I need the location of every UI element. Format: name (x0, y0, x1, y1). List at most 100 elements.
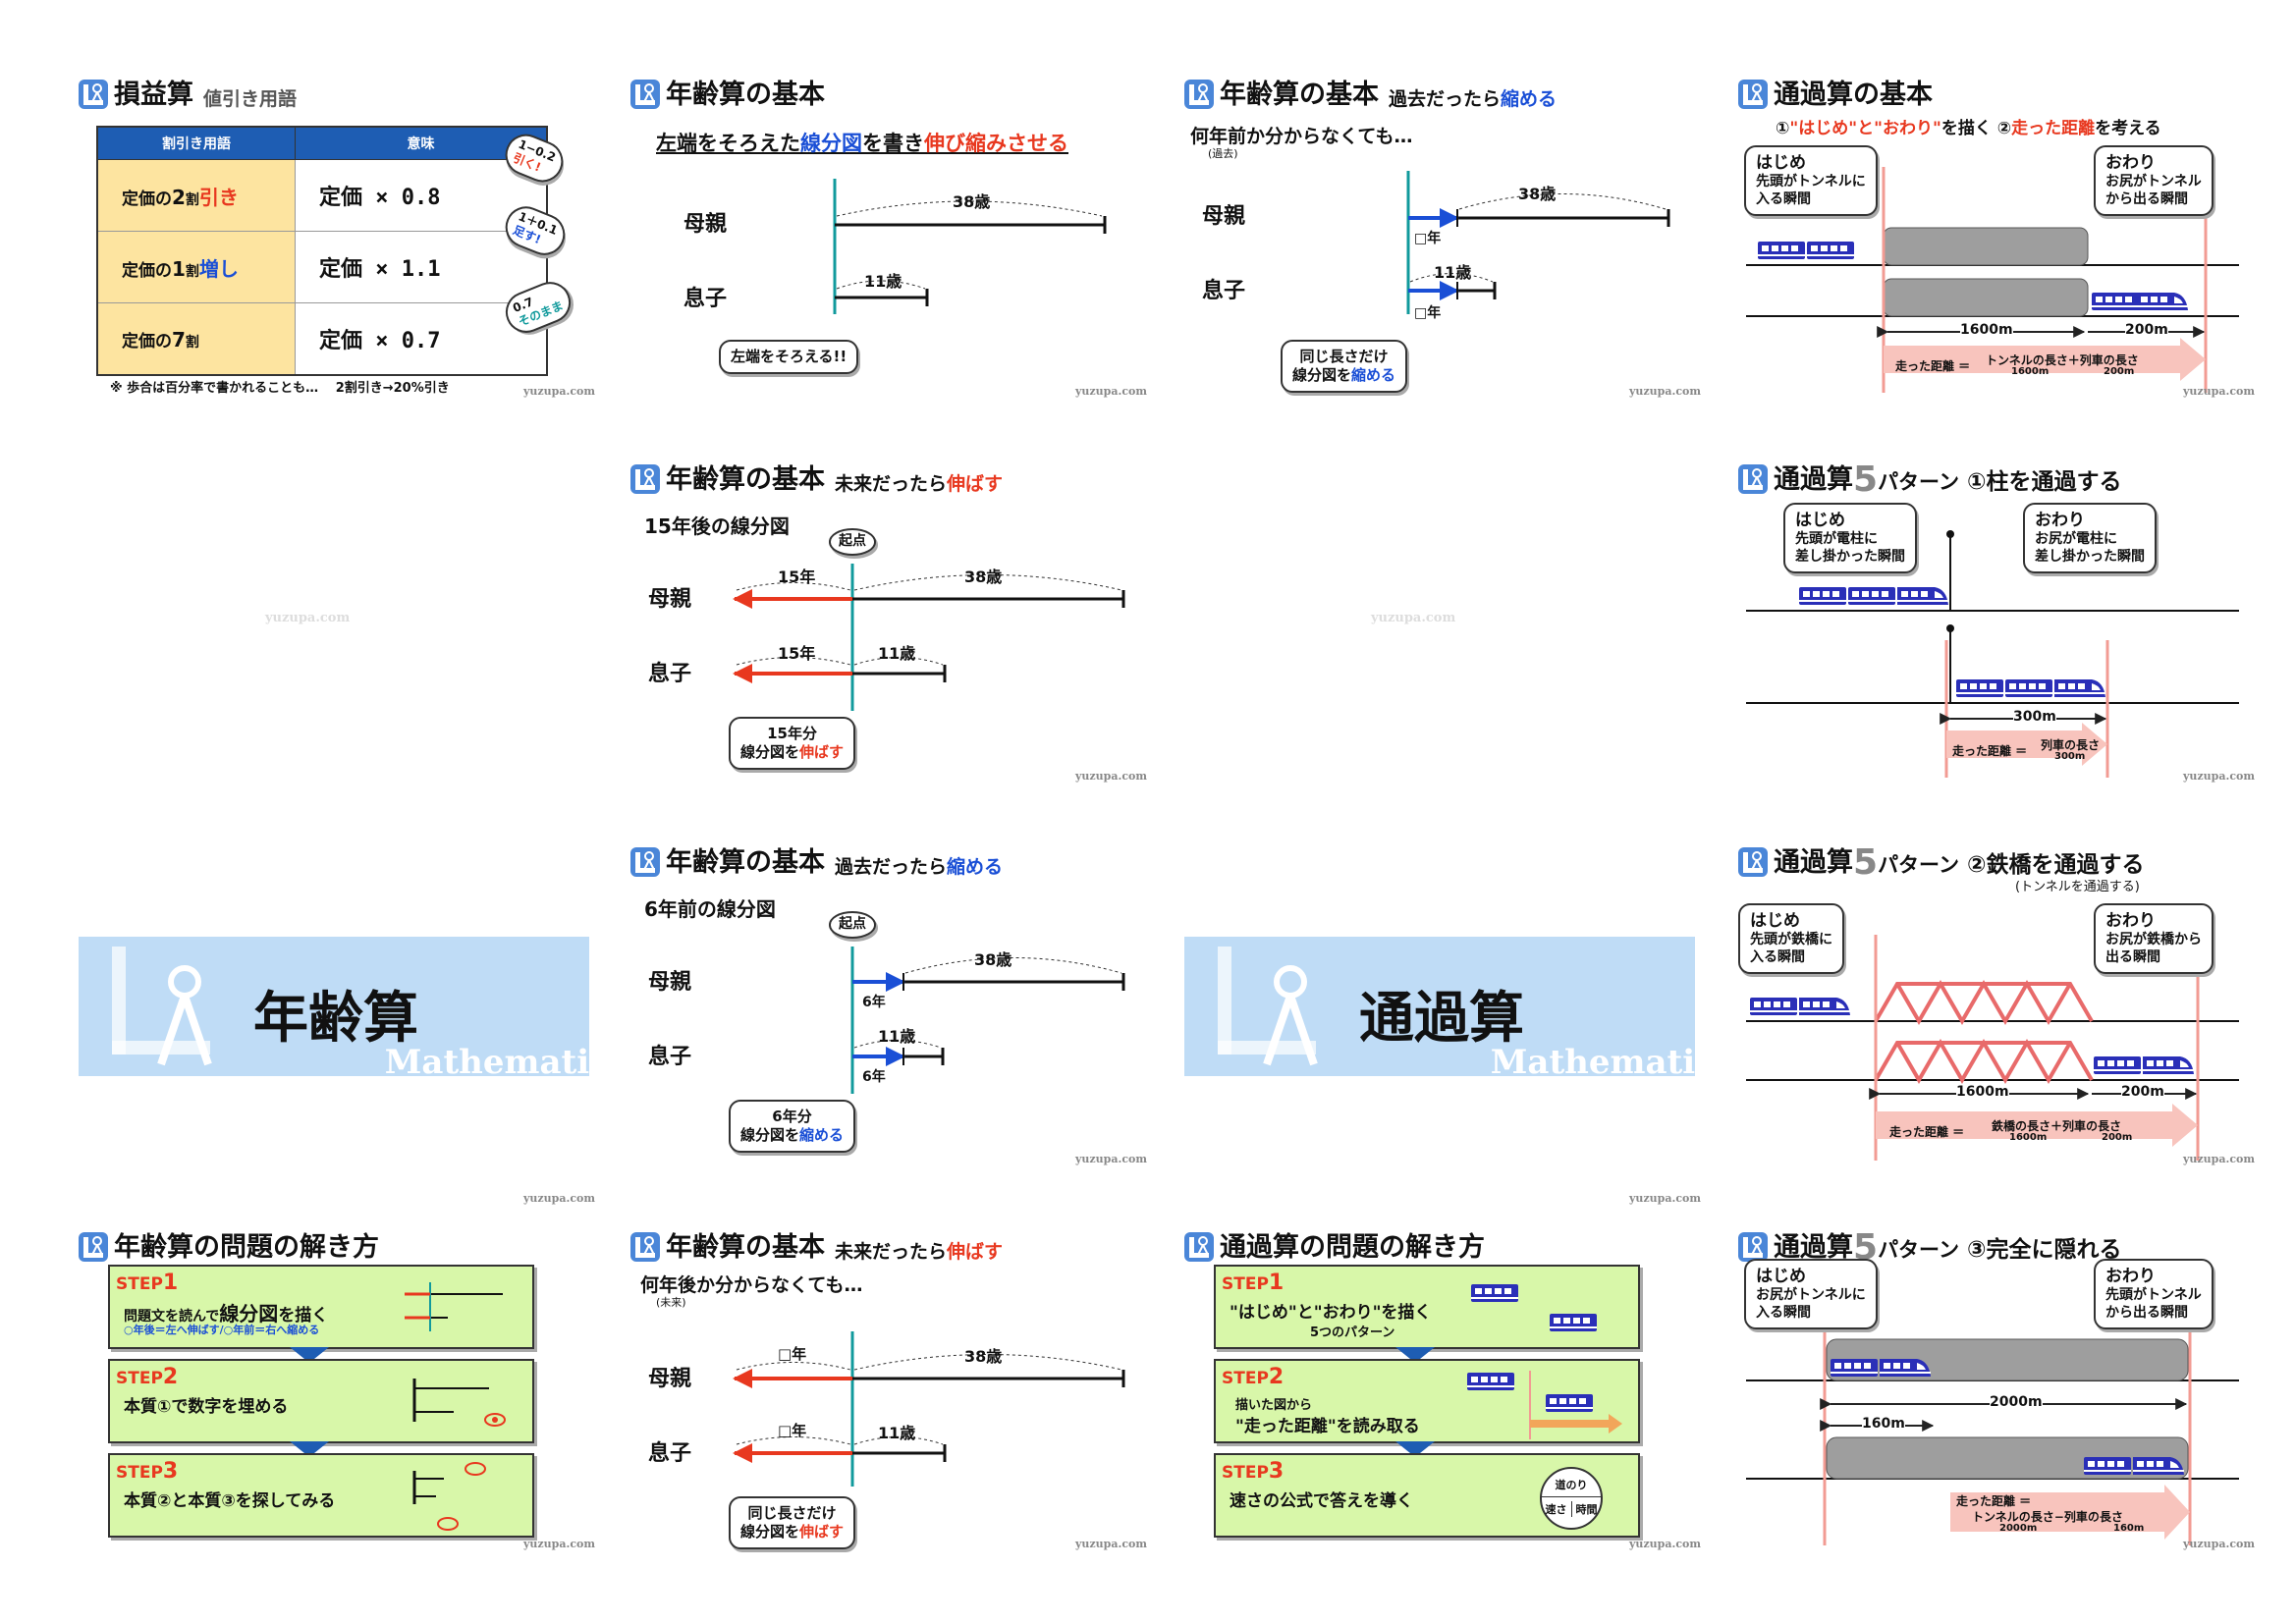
years-box: □年 (778, 1345, 807, 1363)
start-callout: はじめ先頭が鉄橋に入る瞬間 (1738, 903, 1844, 975)
watermark: yuzupa.com (1371, 611, 1456, 625)
end-callout: おわりお尻が電柱に差し掛かった瞬間 (2023, 503, 2157, 574)
slide-title: 損益算値引き用語 (78, 73, 297, 111)
callout: 同じ長さだけ線分図を縮める (1281, 340, 1408, 393)
run-label: 走った距離 ＝ (1952, 744, 2028, 758)
hidden-diagram (1746, 1320, 2239, 1545)
start-callout: はじめ先頭が電柱に差し掛かった瞬間 (1783, 503, 1917, 574)
callout: 6年分線分図を縮める (729, 1100, 856, 1153)
age-38: 38歳 (974, 950, 1012, 969)
label-son: 息子 (648, 1441, 692, 1466)
age-11: 11歳 (878, 1027, 916, 1046)
slide-blank: yuzupa.com (1175, 454, 1724, 792)
slide-passing-steps: 通過算の問題の解き方 STEP1 "はじめ"と"おわり"を描く 5つのパターン … (1175, 1221, 1724, 1560)
start-callout: はじめ先頭がトンネルに入る瞬間 (1744, 145, 1878, 217)
slide-age-steps: 年齢算の問題の解き方 STEP1 問題文を読んで線分図を描く ○年後＝左へ伸ばす… (69, 1221, 619, 1560)
label-son: 息子 (1202, 279, 1246, 303)
end-callout: おわり先頭がトンネルから出る瞬間 (2094, 1259, 2214, 1330)
watermark: yuzupa.com (2183, 385, 2255, 398)
age-11: 11歳 (878, 1424, 916, 1442)
question: 何年前か分からなくても… (1190, 126, 1413, 147)
speed-formula-icon: 道のり 速さ時間 (1540, 1467, 1603, 1530)
run-label: 走った距離 ＝ (1895, 359, 1971, 373)
run-formula: トンネルの長さ＋列車の長さ (1986, 353, 2139, 367)
logo-icon (78, 1231, 109, 1263)
label-son: 息子 (648, 1045, 692, 1069)
slide-blank: yuzupa.com (69, 454, 619, 792)
dist-tunnel: 1600m (1960, 322, 2013, 338)
slide-age-future-unknown: 年齢算の基本未来だったら伸ばす 何年後か分からなくても… (未来) 母親 息子 … (621, 1221, 1171, 1560)
label-mother: 母親 (648, 1367, 692, 1391)
callout: 同じ長さだけ線分図を伸ばす (729, 1496, 856, 1549)
dist-bridge: 1600m (1956, 1084, 2009, 1100)
label-mother: 母親 (648, 970, 692, 995)
label-son: 息子 (683, 287, 728, 311)
years-15: 15年 (778, 644, 816, 663)
slide-age-past: 年齢算の基本過去だったら縮める 何年前か分からなくても… (過去) 母親 息子 … (1175, 69, 1724, 407)
callout: 左端をそろえる!! (719, 340, 859, 374)
run-v1: 1600m (2011, 366, 2050, 377)
run-formula: 列車の長さ (2041, 738, 2101, 752)
slide-age-past-6: 年齢算の基本過去だったら縮める 6年前の線分図 母親 息子 起点 38歳 11歳… (621, 837, 1171, 1175)
years-6: 6年 (862, 1069, 886, 1085)
watermark: yuzupa.com (1075, 385, 1147, 398)
years-box: □年 (1414, 305, 1442, 321)
step-3: STEP3 本質②と本質③を探してみる (108, 1453, 534, 1538)
watermark: yuzupa.com (1629, 1538, 1701, 1550)
pole-diagram (1746, 530, 2239, 778)
step-1: STEP1 "はじめ"と"おわり"を描く 5つのパターン (1214, 1265, 1640, 1349)
dist-train: 160m (1862, 1416, 1905, 1432)
diagram-heading: 15年後の線分図 (644, 514, 790, 538)
step-2: STEP2 描いた図から "走った距離"を読み取る (1214, 1359, 1640, 1443)
label-son: 息子 (648, 662, 692, 686)
label-mother: 母親 (648, 587, 692, 612)
segment-diagram (850, 947, 1125, 1094)
years-box: □年 (778, 1422, 807, 1439)
watermark: yuzupa.com (523, 1538, 595, 1550)
banner: 通過算 Mathematics (1184, 937, 1695, 1076)
dist-train: 200m (2125, 322, 2168, 338)
logo-icon (1183, 1231, 1215, 1263)
age-38: 38歳 (964, 568, 1003, 586)
slide-age-basic: 年齢算の基本 左端をそろえた線分図を書き伸び縮みさせる 母親 息子 38歳 11… (621, 69, 1171, 407)
segment-diagram (833, 179, 1107, 314)
banner: 年齢算 Mathematics (79, 937, 589, 1076)
step-2: STEP2 本質①で数字を埋める (108, 1359, 534, 1443)
run-label: 走った距離 ＝ (1889, 1125, 1965, 1139)
banner-title: 通過算 (1359, 987, 1524, 1051)
age-38: 38歳 (953, 192, 991, 211)
watermark: yuzupa.com (2183, 1538, 2255, 1550)
segment-diagram (1406, 171, 1670, 314)
slide-passing-basic: 通過算の基本 ①"はじめ"と"おわり"を描く ②走った距離を考える 1600m … (1728, 69, 2278, 407)
qnote: (未来) (656, 1296, 686, 1309)
run-formula: トンネルの長さ−列車の長さ (1972, 1510, 2123, 1524)
run-v1: 1600m (2009, 1132, 2048, 1143)
age-38: 38歳 (1518, 185, 1557, 203)
start-callout: はじめお尻がトンネルに入る瞬間 (1744, 1259, 1878, 1330)
instruction: 左端をそろえた線分図を書き伸び縮みさせる (656, 132, 1068, 155)
run-formula: 鉄橋の長さ＋列車の長さ (1992, 1119, 2122, 1133)
label-mother: 母親 (1202, 204, 1246, 229)
dist-tunnel: 2000m (1990, 1394, 2043, 1410)
slide-discount-terms: 損益算値引き用語 割引き用語意味 定価の2割引き定価 × 0.8 定価の1割増し… (69, 69, 619, 407)
watermark: yuzupa.com (523, 385, 595, 398)
years-6: 6年 (862, 995, 886, 1010)
subtitle: ①"はじめ"と"おわり"を描く ②走った距離を考える (1776, 119, 2161, 138)
label-mother: 母親 (683, 212, 728, 237)
banner-subtitle: Mathematics (1490, 1043, 1695, 1076)
compass-logo-icon (1218, 947, 1318, 1066)
watermark: yuzupa.com (1075, 770, 1147, 783)
run-v1: 300m (2054, 751, 2086, 762)
callout: 15年分線分図を伸ばす (729, 717, 856, 770)
years-15: 15年 (778, 568, 816, 586)
run-v1: 2000m (1999, 1523, 2038, 1534)
question: 何年後か分からなくても… (640, 1274, 863, 1296)
origin-bubble: 起点 (829, 528, 876, 556)
banner-subtitle: Mathematics (384, 1043, 589, 1076)
dist-train: 200m (2121, 1084, 2164, 1100)
diagram-heading: 6年前の線分図 (644, 897, 776, 921)
logo-icon (78, 79, 109, 110)
